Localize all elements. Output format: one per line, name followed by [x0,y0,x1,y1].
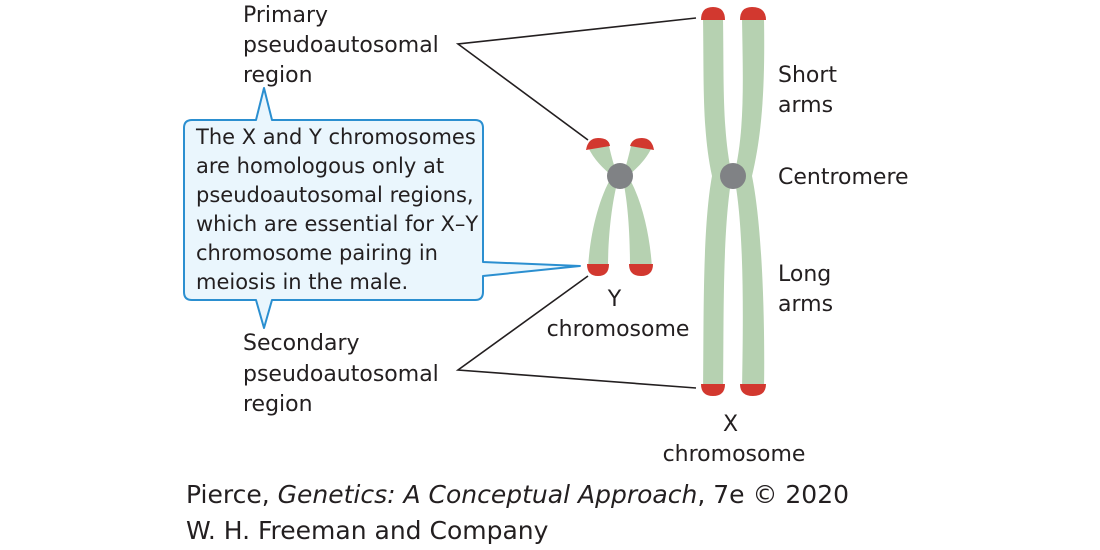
y-label-line-2: chromosome [547,317,690,342]
secondary-region-label: Secondary pseudoautosomal region [243,331,446,417]
credit-line-1: Pierce, Genetics: A Conceptual Approach,… [186,480,849,509]
secondary-label-line-1: Secondary [243,331,360,356]
secondary-leader-line [455,275,697,389]
x-secondary-par-left [701,384,725,396]
x-centromere [720,163,746,189]
credit-edition: , 7e © 2020 [697,480,849,509]
y-primary-par-right [630,138,654,150]
x-chromatid-right [734,18,765,390]
short-arms-label: Short arms [778,63,844,118]
x-chromosome [701,7,766,396]
y-chromatid-left [588,142,619,268]
callout-line-5: chromosome pairing in [196,241,438,265]
primary-region-label: Primary pseudoautosomal region [243,3,446,88]
callout-line-3: pseudoautosomal regions, [196,183,474,207]
y-secondary-par-left [587,264,609,276]
y-chromosome [586,138,654,276]
x-chromatid-left [703,18,732,390]
x-chromosome-label: X chromosome [663,412,806,467]
y-label-line-1: Y [607,287,622,312]
short-arms-line-1: Short [778,63,837,88]
long-arms-line-1: Long [778,262,831,287]
secondary-label-line-2: pseudoautosomal [243,362,439,387]
primary-label-line-2: pseudoautosomal [243,33,439,58]
short-arms-line-2: arms [778,93,833,118]
callout-line-1: The X and Y chromosomes [195,125,476,149]
x-label-line-2: chromosome [663,442,806,467]
x-secondary-par-right [740,384,766,396]
credit-book-title: Genetics: A Conceptual Approach [278,480,698,509]
callout: The X and Y chromosomes are homologous o… [183,87,581,329]
callout-line-4: which are essential for X–Y [196,212,478,236]
callout-line-2: are homologous only at [196,154,444,178]
y-chromatid-right [622,142,652,268]
x-primary-par-right [740,7,766,20]
callout-bubble [183,87,581,329]
long-arms-label: Long arms [778,262,838,317]
long-arms-line-2: arms [778,292,833,317]
x-label-line-1: X [723,412,738,437]
primary-label-line-3: region [243,63,313,88]
primary-label-line-1: Primary [243,3,328,28]
secondary-label-line-3: region [243,392,313,417]
credit-line-2: W. H. Freeman and Company [186,516,549,545]
y-secondary-par-right [629,264,653,276]
centromere-label: Centromere [778,165,909,190]
x-primary-par-left [701,7,725,20]
callout-text: The X and Y chromosomes are homologous o… [195,125,485,294]
y-centromere [607,163,633,189]
callout-line-6: meiosis in the male. [196,270,408,294]
primary-leader-line [455,17,697,141]
y-chromosome-label: Y chromosome [547,287,690,342]
credit-author: Pierce, [186,480,278,509]
y-primary-par-left [586,138,610,150]
